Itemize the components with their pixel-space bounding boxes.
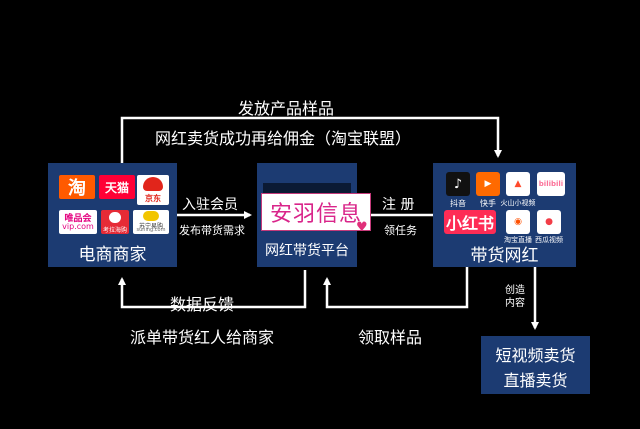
suning-text: 苏宁易购 [138,223,163,230]
platform-brand-text: 安羽信息 [269,202,362,227]
dispatch-orders-label: 派单带货红人给商家 [130,328,275,347]
output-line2: 直播卖货 [503,371,568,390]
join-member-label: 入驻会员 [182,197,238,213]
data-feedback-label: 数据反馈 [170,295,235,314]
output-line1: 短视频卖货 [495,346,576,365]
jd-logo: 京东 [137,175,169,205]
register-label: 注 册 [382,197,415,213]
arrow-influencer-to-platform-bottom [323,267,469,309]
taobao-live-icon: ◉ [506,210,530,234]
top-arrow-line1: 发放产品样品 [238,99,335,118]
douyin-icon: ♪ [446,172,470,196]
vip-en-text: vip.com [62,222,94,231]
jd-text: 京东 [145,194,161,203]
xigua-icon: ● [537,210,561,234]
kaola-text: 考拉海购 [102,227,127,234]
jd-dog-icon [143,177,163,191]
influencer-box: ♪ 抖音 ▶ 快手 ▲ 火山小视频 bilibili 小红书 ◉ 淘宝直播 ● … [433,163,576,267]
kaola-icon [109,212,121,223]
top-arrow-line2: 网红卖货成功再给佣金（淘宝联盟） [155,129,412,148]
xiaohongshu-icon: 小红书 [444,210,496,234]
output-box: 短视频卖货 直播卖货 [481,336,590,394]
suning-icon [143,211,159,221]
taobao-live-label: 淘宝直播 [504,236,532,244]
create-content-label: 创造 内容 [505,285,525,309]
douyin-label: 抖音 [450,199,466,208]
suning-logo: 苏宁易购 suning.com [133,210,169,234]
bilibili-icon: bilibili [537,172,565,196]
heart-icon: ♥ [356,220,368,235]
vip-cn-text: 唯品会 [64,214,92,224]
kaola-logo: 考拉海购 [101,210,129,234]
platform-brand-badge: 安羽信息 [261,193,371,231]
suning-en-text: suning.com [136,227,166,233]
huoshan-label: 火山小视频 [500,199,536,207]
arrow-platform-to-merchant [118,270,307,309]
xigua-label: 西瓜视频 [535,236,563,244]
tmall-logo: 天猫 [99,175,135,199]
take-task-label: 领任务 [384,224,417,237]
take-samples-label: 领取样品 [358,328,423,347]
huoshan-icon: ▲ [506,172,530,196]
merchant-label: 电商商家 [78,245,147,265]
influencer-label: 带货网红 [470,246,539,266]
merchant-box: 淘 天猫 京东 唯品会 vip.com 考拉海购 苏宁易购 suning.com… [48,163,177,267]
arrow-samples-to-influencer [120,116,502,163]
vip-logo: 唯品会 vip.com [59,210,97,234]
platform-label: 网红带货平台 [265,243,349,259]
publish-needs-label: 发布带货需求 [179,224,245,237]
kuaishou-icon: ▶ [476,172,500,196]
kuaishou-label: 快手 [480,199,496,208]
taobao-logo: 淘 [59,175,95,199]
